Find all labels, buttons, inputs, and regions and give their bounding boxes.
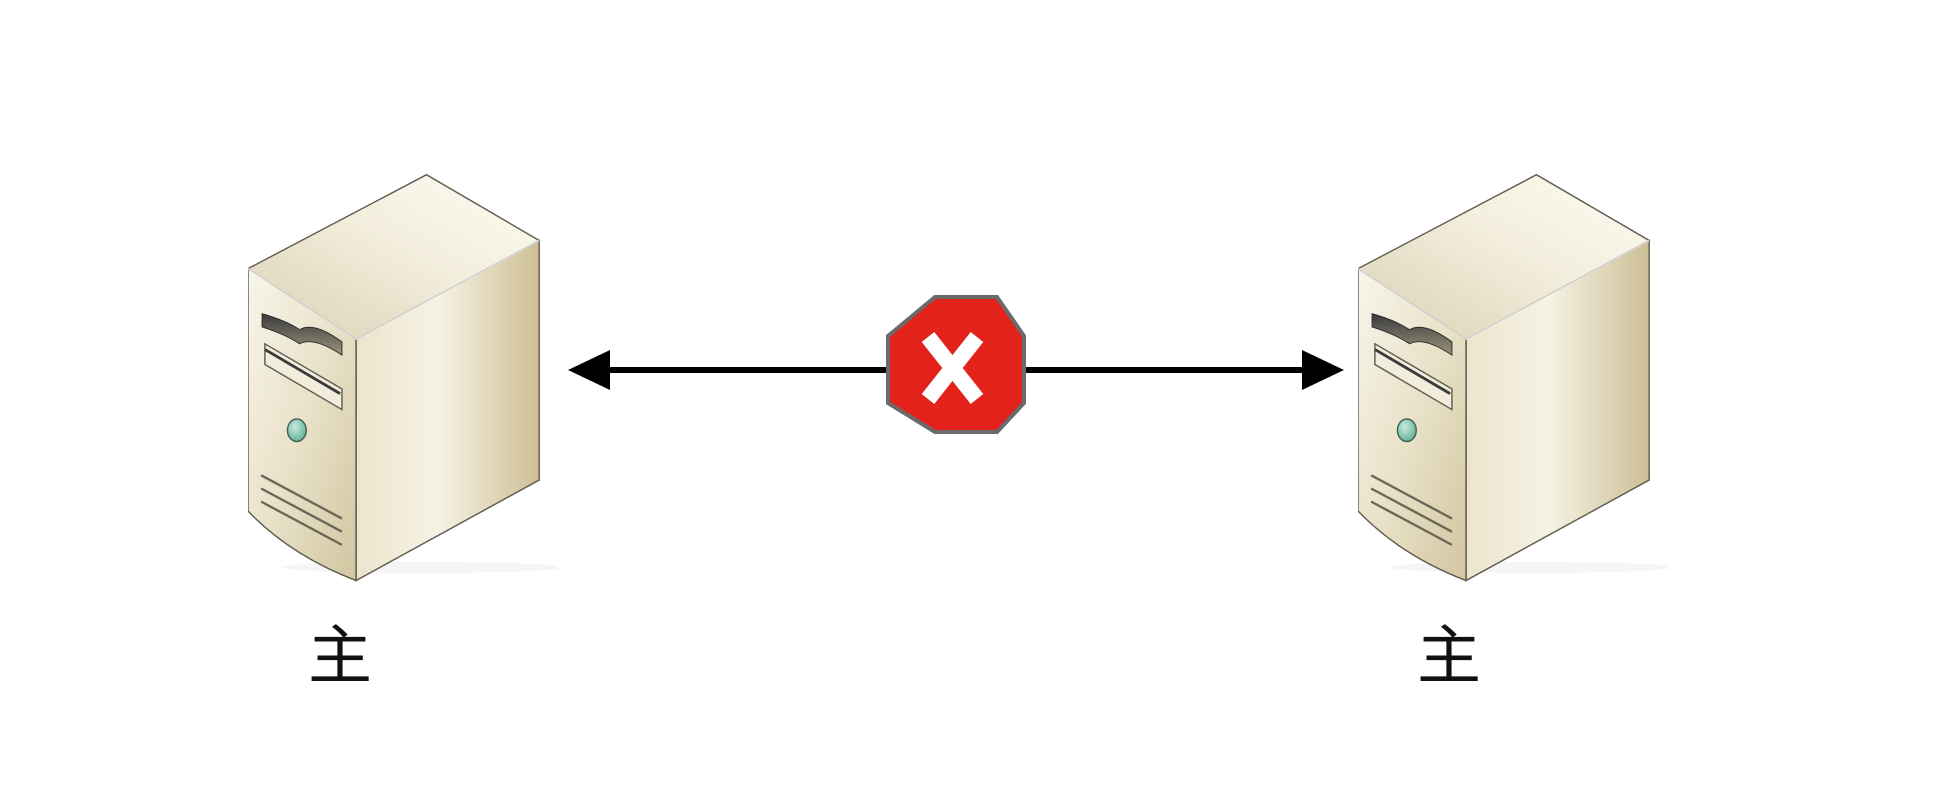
server-left: 主 <box>248 173 558 694</box>
server-tower-icon <box>1358 173 1668 583</box>
arrowhead-right-icon <box>1302 350 1344 390</box>
server-right: 主 <box>1358 173 1668 694</box>
connection-line <box>568 350 1344 390</box>
server-tower-icon <box>248 173 558 583</box>
stop-x-icon <box>886 295 1026 434</box>
server-right-label: 主 <box>1417 620 1481 694</box>
arrowhead-left-icon <box>568 350 610 390</box>
server-left-label: 主 <box>308 620 372 694</box>
